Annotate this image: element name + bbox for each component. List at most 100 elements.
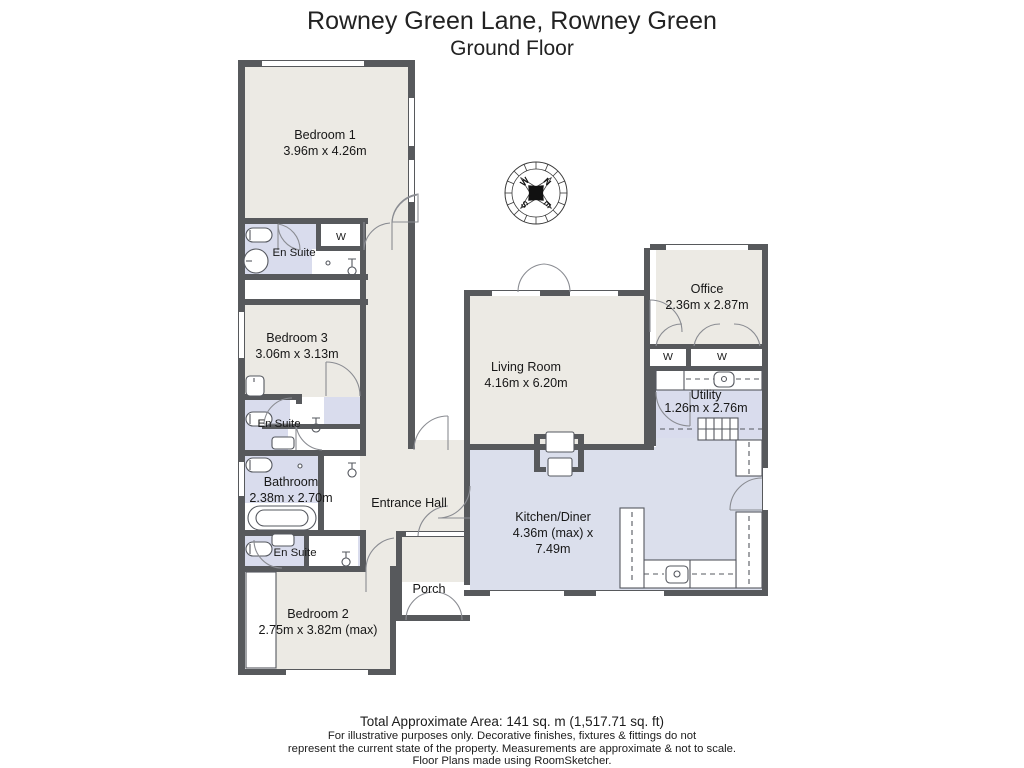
utility-counter (655, 367, 763, 391)
wall-ensuite2-top-b (296, 394, 302, 404)
walls (238, 60, 768, 675)
door-porch-right (435, 591, 463, 621)
chimney-bottom-l (534, 467, 546, 472)
dim-living-room: 4.16m x 6.20m (484, 376, 567, 390)
window-bathroom-left (239, 462, 244, 496)
floor-bedroom1 (244, 66, 414, 221)
floor-corridor-gap (244, 277, 360, 301)
door-porch-left (405, 591, 433, 621)
wall-bathroom-right (318, 455, 324, 535)
dim-kitchen-line1: 4.36m (max) x (513, 526, 594, 540)
wardrobe-bedroom2 (245, 571, 277, 669)
wall-ensuite2-right (360, 397, 366, 455)
label-ensuite2: En Suite (257, 418, 300, 430)
room-labels: Bedroom 1 3.96m x 4.26m En Suite Bedroom… (249, 128, 748, 637)
label-utility: Utility (691, 388, 722, 402)
door-bedroom3 (325, 361, 361, 397)
wall-ensuite1-bottom (238, 274, 368, 280)
compass-label-e: E (542, 199, 553, 210)
wall-bathroom-bottom (238, 530, 366, 536)
wall-hall-left-lower (408, 440, 415, 449)
door-living-top-left (517, 263, 545, 293)
chimney-bottom-r (572, 467, 584, 472)
disclaimer-line-1: For illustrative purposes only. Decorati… (327, 730, 697, 742)
window-bed1-right-1 (409, 98, 414, 146)
window-bed2-bottom (286, 670, 368, 675)
wall-porch-bottom (396, 615, 470, 621)
label-bathroom: Bathroom (264, 475, 319, 489)
wall-office-right (762, 244, 768, 596)
wall-porch-left (396, 531, 402, 621)
chimney-left (534, 434, 540, 472)
wall-hall-right (464, 447, 470, 585)
door-utility (655, 391, 691, 427)
window-bed1-right-2 (409, 160, 414, 202)
bathtub-inner (255, 509, 309, 527)
window-porch-door (406, 532, 464, 536)
label-wardrobe-bedroom1: W (336, 231, 346, 243)
floor-office (656, 248, 762, 346)
shower-head-ensuite2 (311, 417, 321, 433)
window-kitchen-right-1 (763, 468, 768, 510)
wall-office-wardrobe-top (650, 344, 768, 349)
window-left-bed3 (239, 312, 244, 358)
floor-bedroom1-wardrobe (320, 221, 360, 249)
utility-sink (713, 371, 735, 388)
compass-star (520, 177, 552, 209)
dim-bedroom1: 3.96m x 4.26m (283, 144, 366, 158)
compass-rose: N E S W (504, 161, 568, 225)
room-fills (244, 66, 762, 669)
door-wardrobe-office-right (693, 323, 721, 347)
door-hall-front (417, 505, 449, 537)
door-bedroom2 (365, 537, 395, 569)
compass-label-n: N (541, 176, 553, 188)
wall-wardrobe1-left (316, 218, 321, 249)
wall-utility-left (650, 366, 656, 442)
page-title: Rowney Green Lane, Rowney Green (307, 7, 717, 35)
door-living-top-right (543, 263, 571, 293)
fireplace-living (545, 431, 575, 453)
wall-living-left (464, 290, 470, 450)
wall-ensuite3-bottom (238, 566, 366, 572)
toilet-ensuite1 (245, 227, 273, 243)
door-ensuite3 (253, 539, 283, 569)
window-kitchen-bottom-2 (596, 591, 664, 596)
total-area-text: Total Approximate Area: 141 sq. m (1,517… (360, 714, 664, 729)
disclaimer-line-2: represent the current state of the prope… (287, 742, 737, 755)
door-hall-living (413, 415, 449, 451)
window-office-top (666, 245, 748, 250)
wall-wardrobe1-bottom (316, 246, 364, 251)
toilet-bathroom (245, 457, 273, 473)
shower-head-bathroom (347, 462, 357, 478)
label-kitchen-diner: Kitchen/Diner (515, 510, 591, 524)
fireplace-kitchen (547, 457, 573, 477)
wall-corridor-bottom (238, 299, 368, 305)
wall-ensuite2-inner-top (262, 424, 366, 429)
floor-ensuite1-shower (312, 249, 360, 277)
label-bedroom3: Bedroom 3 (266, 331, 328, 345)
wall-living-top (464, 290, 650, 296)
window-kitchen-bottom-1 (490, 591, 564, 596)
wall-ensuite2-top (238, 394, 300, 400)
wall-bed3-right (360, 305, 366, 397)
basin-ensuite3 (271, 533, 295, 547)
disclaimer-line-3: Floor Plans made using RoomSketcher. (412, 755, 612, 768)
label-entrance-hall: Entrance Hall (371, 496, 447, 510)
label-ensuite3: En Suite (273, 547, 316, 559)
page-subtitle: Ground Floor (450, 37, 574, 60)
plan-header: Rowney Green Lane, Rowney Green Ground F… (0, 2, 1024, 62)
shower-drain-bathroom (297, 463, 303, 469)
plan-footer: Total Approximate Area: 141 sq. m (1,517… (0, 714, 1024, 768)
compass-label-s: S (519, 199, 530, 210)
basin-ensuite2 (245, 375, 265, 397)
dim-kitchen-line2: 7.49m (535, 542, 570, 556)
fixtures (243, 227, 763, 669)
compass-ticks (505, 162, 567, 224)
dim-bedroom2: 2.75m x 3.82m (max) (259, 623, 378, 637)
wall-bed2-right (390, 566, 396, 675)
label-ensuite1: En Suite (272, 247, 315, 259)
wall-ensuite2-bottom (238, 450, 366, 456)
kitchen-hob-bottom (665, 565, 689, 584)
